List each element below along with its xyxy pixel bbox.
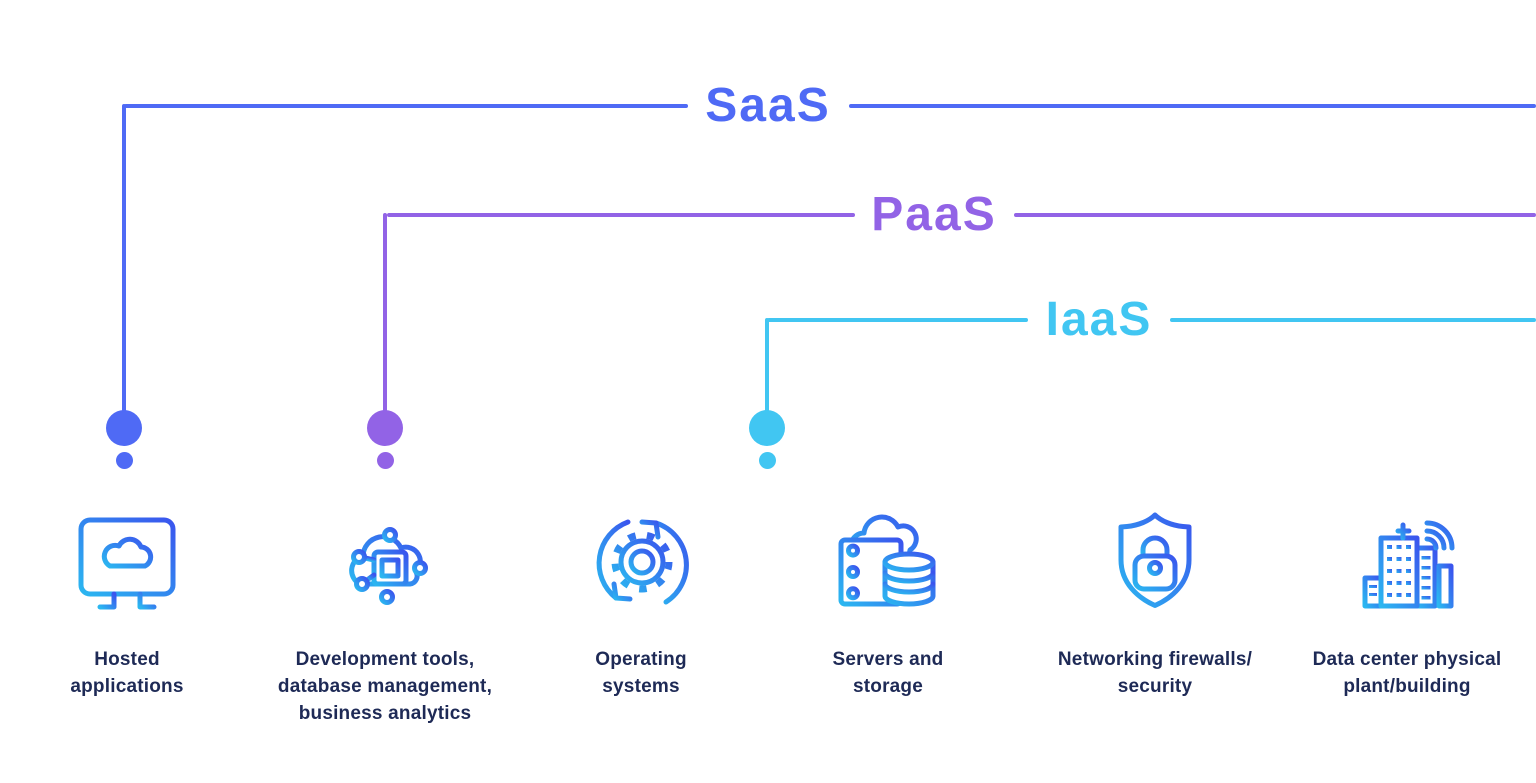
saas-line-right — [849, 104, 1536, 108]
component-label-networking-security: Networking firewalls/ security — [1057, 649, 1253, 697]
paas-line-left — [387, 213, 855, 217]
shield-lock-icon — [1100, 506, 1210, 616]
component-label-development-tools: Development tools, database management, … — [277, 649, 493, 724]
paas-node-dot-small — [377, 452, 394, 469]
saas-label: SaaS — [705, 79, 831, 132]
server-storage-icon — [833, 506, 943, 616]
iaas-label: IaaS — [1045, 293, 1153, 346]
saas-line-left — [124, 104, 688, 108]
paas-node-dot — [367, 410, 403, 446]
saas-node-dot-small — [116, 452, 133, 469]
component-label-hosted-applications: Hosted applications — [70, 649, 184, 697]
component-label-data-center: Data center physical plant/building — [1312, 649, 1502, 697]
iaas-node-dot — [749, 410, 785, 446]
monitor-cloud-icon — [72, 506, 182, 616]
gear-sync-icon — [586, 506, 696, 616]
component-label-servers-storage: Servers and storage — [832, 649, 944, 697]
paas-drop-line — [383, 213, 387, 412]
iaas-drop-line — [765, 318, 769, 412]
paas-label: PaaS — [871, 188, 997, 241]
iaas-node-dot-small — [759, 452, 776, 469]
iaas-line-left — [767, 318, 1028, 322]
iaas-line-right — [1170, 318, 1536, 322]
building-wifi-icon — [1353, 506, 1463, 616]
saas-node-dot — [106, 410, 142, 446]
paas-line-right — [1014, 213, 1536, 217]
component-label-operating-systems: Operating systems — [595, 649, 687, 697]
cloud-chip-icon — [330, 506, 440, 616]
saas-drop-line — [122, 104, 126, 412]
